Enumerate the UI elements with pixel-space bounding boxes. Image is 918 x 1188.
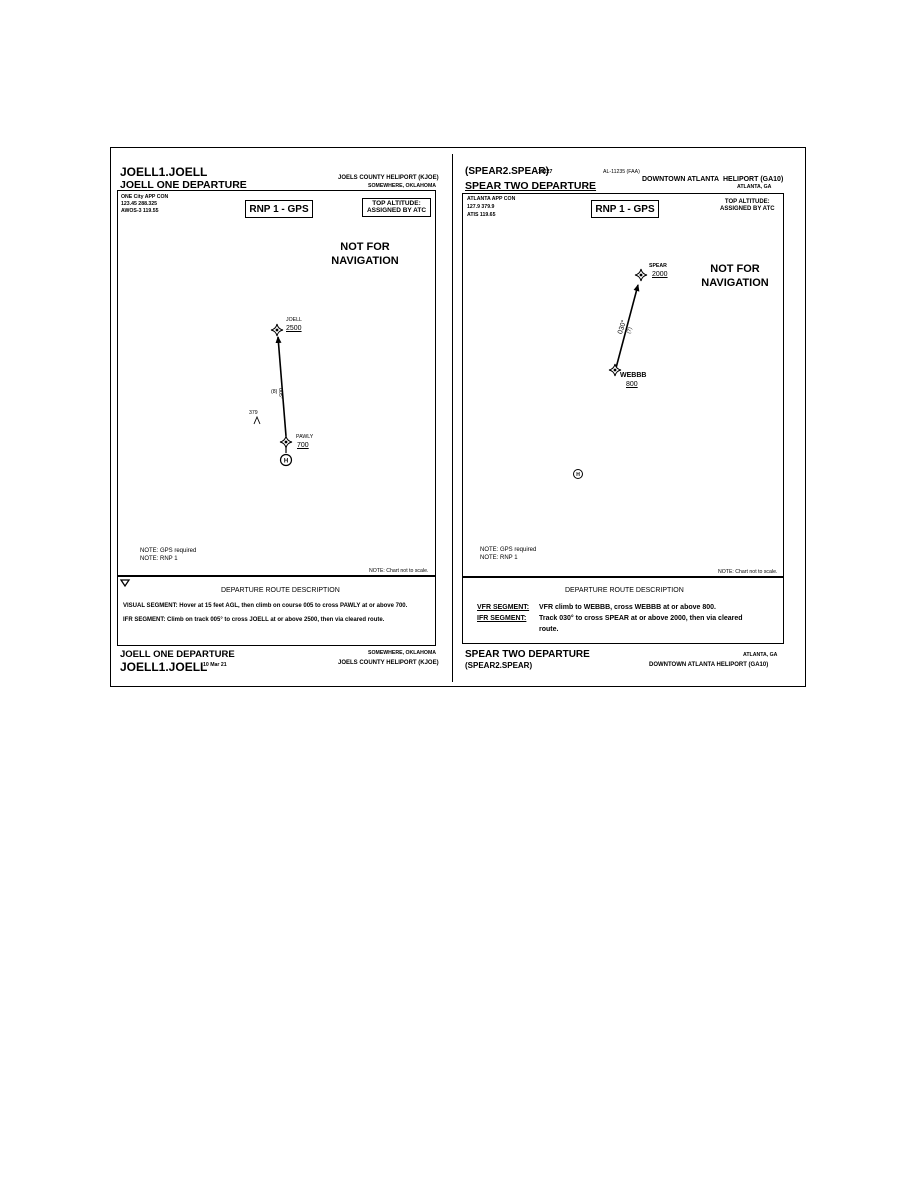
left-freq-1: ONE City APP CON [121,194,169,200]
right-city-top: DOWNTOWN ATLANTA [642,176,720,183]
right-code-bottom: (SPEAR2.SPEAR) [465,661,533,670]
right-heliport-top: HELIPORT (GA10) [723,176,784,183]
left-rnp-box: RNP 1 - GPS [245,200,313,218]
left-top-altitude-box: TOP ALTITUDE: ASSIGNED BY ATC [362,198,431,217]
right-fix2-alt: 800 [626,381,638,388]
left-scale-note: NOTE: Chart not to scale. [369,568,429,574]
chart-sheet [110,147,806,687]
right-scale-note: NOTE: Chart not to scale. [718,569,778,575]
right-drd-title: DEPARTURE ROUTE DESCRIPTION [565,587,684,594]
left-fix1-alt: 2500 [286,325,302,332]
right-route-line [615,284,640,369]
left-code-bottom: JOELL1.JOELL [120,660,208,674]
left-ifr-segment: IFR SEGMENT: Climb on track 005° to cros… [123,617,385,623]
left-obstacle-elev: 379 [249,410,258,416]
left-location-top: SOMEWHERE, OKLAHOMA [368,183,437,189]
left-name-bottom: JOELL ONE DEPARTURE [120,649,235,660]
right-note-2: NOTE: RNP 1 [480,555,518,561]
left-date: 10 Mar 21 [203,662,227,668]
right-nfn-1: NOT FOR [710,263,760,275]
right-note-1: NOTE: GPS required [480,547,537,553]
right-plan-frame [462,193,784,577]
left-route-line [275,336,287,437]
left-note-2: NOTE: RNP 1 [140,556,178,562]
left-top-alt-2: ASSIGNED BY ATC [366,207,427,215]
left-rnp-label: RNP 1 - GPS [249,203,309,215]
right-ifr-text-2: route. [539,626,559,633]
right-fix2-waypoint-icon [608,363,622,377]
left-heliport-bottom: JOELS COUNTY HELIPORT (KJOE) [338,660,439,666]
left-code-top: JOELL1.JOELL [120,165,208,179]
left-fix2-name: PAWLY [296,434,314,440]
left-freq-3: AWOS-3 119.55 [121,208,159,214]
left-fix2-waypoint-icon [279,435,293,449]
right-location-top: ATLANTA, GA [737,184,772,190]
left-description-frame [117,576,436,646]
left-distance-label: (8) [271,389,278,395]
right-description-frame [462,577,784,644]
right-heli-letter: H [576,472,580,478]
right-fix1-alt: 2000 [652,271,668,278]
right-vfr-label: VFR SEGMENT: [477,604,530,611]
left-obstacle-icon [253,415,261,425]
left-top-alt-1: TOP ALTITUDE: [372,200,421,207]
right-ifr-label: IFR SEGMENT: [477,615,527,622]
right-code-top: (SPEAR2.SPEAR) [465,166,549,177]
left-note-1: NOTE: GPS required [140,548,197,554]
panel-divider [452,154,453,682]
left-not-for-navigation: NOT FOR NAVIGATION [326,241,404,269]
right-rnp-label: RNP 1 - GPS [595,203,655,215]
right-name-bottom: SPEAR TWO DEPARTURE [465,649,590,660]
right-not-for-navigation: NOT FOR NAVIGATION [696,263,774,291]
right-code-num: 19227 [538,169,553,175]
right-al-num: AL-11235 (FAA) [603,169,640,175]
left-heliport-top: JOELS COUNTY HELIPORT (KJOE) [338,175,439,181]
right-ifr-text-1: Track 030° to cross SPEAR at or above 20… [539,615,743,622]
left-fix2-alt: 700 [297,442,309,449]
left-fix1-waypoint-icon [270,323,284,337]
left-name-top: JOELL ONE DEPARTURE [120,179,247,191]
right-freq-2: 127.9 379.9 [467,204,495,210]
right-heliport-icon [573,469,583,479]
right-nfn-2: NAVIGATION [701,276,769,289]
left-plan-frame [117,190,436,576]
right-rnp-box: RNP 1 - GPS [591,200,659,218]
left-drd-title: DEPARTURE ROUTE DESCRIPTION [221,587,340,594]
right-freq-3: ATIS 119.65 [467,212,496,218]
left-nfn-2: NAVIGATION [331,254,399,267]
right-top-alt-1: TOP ALTITUDE: [724,199,770,205]
left-heli-letter: H [284,459,288,465]
right-heliport-bottom: DOWNTOWN ATLANTA HELIPORT (GA10) [649,662,769,668]
right-fix1-waypoint-icon [634,268,648,282]
left-visual-segment: VISUAL SEGMENT: Hover at 15 feet AGL, th… [123,603,408,609]
right-fix2-name: WEBBB [620,372,647,379]
right-location-bottom: ATLANTA, GA [743,652,778,658]
left-heliport-icon [279,453,293,467]
right-name-top: SPEAR TWO DEPARTURE [465,180,597,192]
right-freq-1: ATLANTA APP CON [467,196,516,202]
left-fix1-name: JOELL [286,317,302,323]
left-location-bottom: SOMEWHERE, OKLAHOMA [368,650,437,656]
left-nfn-1: NOT FOR [340,241,390,253]
left-freq-2: 123.45 288.325 [121,201,158,207]
left-departure-triangle-icon [119,579,131,588]
right-vfr-text: VFR climb to WEBBB, cross WEBBB at or ab… [539,604,716,611]
right-top-altitude: TOP ALTITUDE: ASSIGNED BY ATC [720,199,775,213]
right-top-alt-2: ASSIGNED BY ATC [720,205,775,212]
right-fix1-name: SPEAR [649,263,667,269]
